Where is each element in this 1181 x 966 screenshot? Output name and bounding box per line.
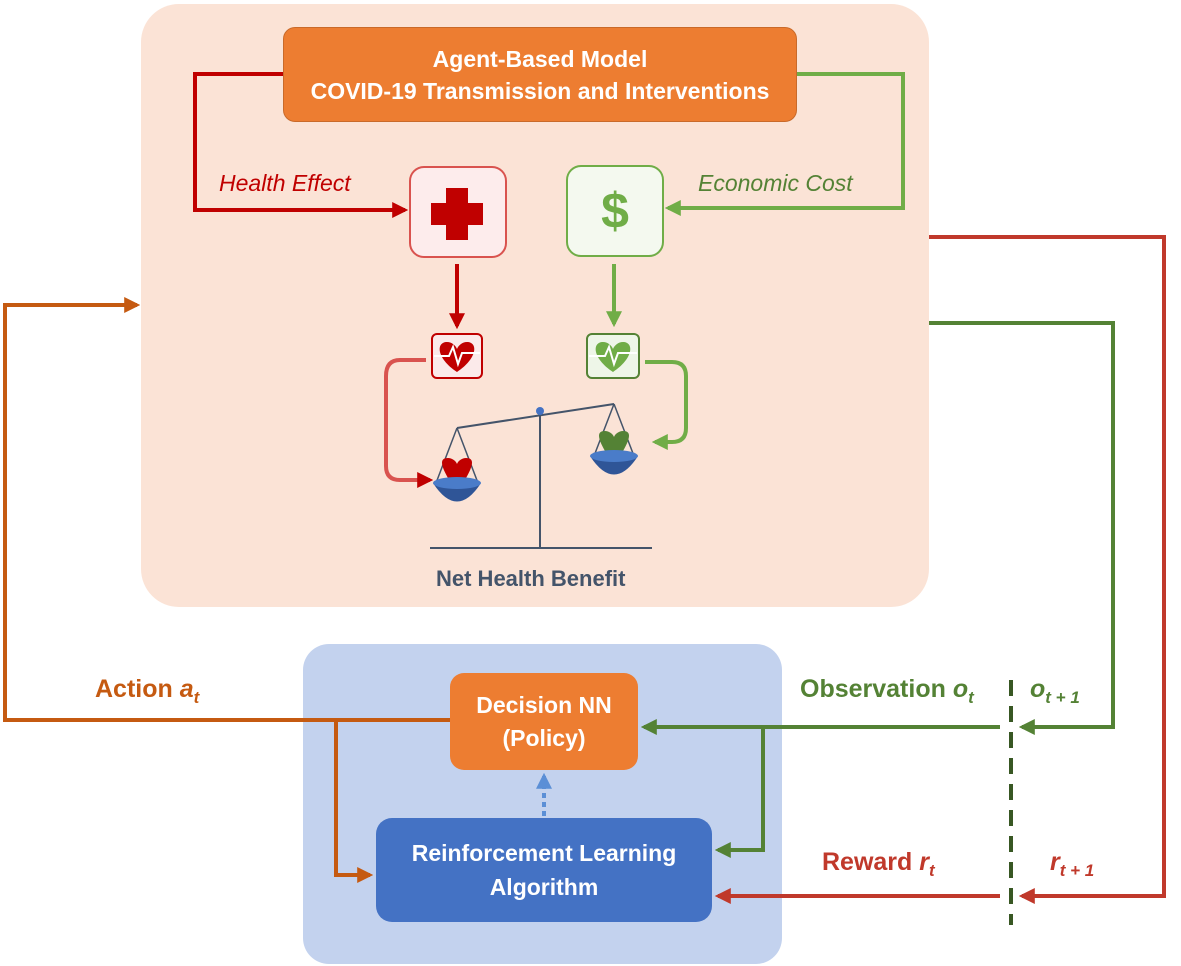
reward-word: Reward xyxy=(822,848,913,876)
next-reward-var: r xyxy=(1050,848,1060,876)
model-subtitle: COVID-19 Transmission and Interventions xyxy=(310,77,770,104)
action-to-environment-arrow xyxy=(3,297,450,722)
rl-algorithm-box: Reinforcement Learning Algorithm xyxy=(376,818,712,922)
agent-based-model-box: Agent-Based Model COVID-19 Transmission … xyxy=(283,27,797,122)
health-effect-label: Health Effect xyxy=(219,170,351,196)
observation-word: Observation xyxy=(800,675,946,703)
decision-policy-box: Decision NN (Policy) xyxy=(450,673,638,770)
reward-feed-line xyxy=(929,235,1166,904)
reward-sub: t xyxy=(929,861,935,880)
economic-to-scale-arrow xyxy=(645,360,688,450)
next-reward-label: rt + 1 xyxy=(1050,848,1095,880)
next-reward-sub: t + 1 xyxy=(1059,861,1095,880)
policy-title: Decision NN xyxy=(476,691,612,718)
next-obs-sub: t + 1 xyxy=(1045,688,1080,707)
observation-label: Observation ot xyxy=(800,675,974,707)
observation-var: o xyxy=(952,675,969,703)
action-label: Action at xyxy=(95,675,200,707)
heartbeat-icon xyxy=(586,333,640,379)
next-obs-var: o xyxy=(1030,675,1046,703)
observation-to-rl-arrow xyxy=(714,727,765,858)
economic-cost-arrow xyxy=(664,72,905,216)
action-var: a xyxy=(179,675,194,703)
next-observation-label: ot + 1 xyxy=(1030,675,1080,707)
observation-sub: t xyxy=(968,688,974,707)
action-word: Action xyxy=(95,675,173,703)
economic-cost-label: Economic Cost xyxy=(698,170,853,196)
dollar-icon xyxy=(566,165,664,257)
model-title: Agent-Based Model xyxy=(432,45,648,72)
reward-var: r xyxy=(919,848,929,876)
health-to-scale-arrow xyxy=(384,358,434,488)
balance-scale-icon xyxy=(430,403,652,549)
reward-label: Reward rt xyxy=(822,848,935,880)
health-effect-arrow xyxy=(193,72,409,218)
action-to-rl-arrow xyxy=(334,720,374,883)
heartbeat-icon xyxy=(431,333,483,379)
action-sub: t xyxy=(193,688,200,707)
dollar-symbol: $ xyxy=(601,183,629,239)
net-health-benefit-label: Net Health Benefit xyxy=(436,566,626,591)
observation-feed-line xyxy=(929,321,1115,735)
rl-line2: Algorithm xyxy=(489,874,599,900)
policy-subtitle: (Policy) xyxy=(502,724,586,751)
rl-line1: Reinforcement Learning xyxy=(411,840,677,866)
medical-cross-icon xyxy=(409,166,507,258)
